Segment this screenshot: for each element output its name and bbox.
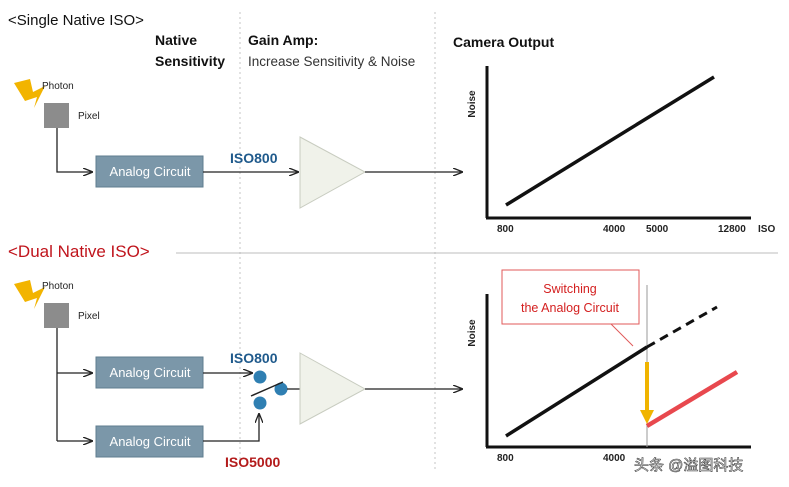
pixel-square (44, 103, 69, 128)
gain-amp-subheader: Increase Sensitivity & Noise (248, 54, 415, 69)
photon-label: Photon (42, 81, 74, 92)
photon-label: Photon (42, 281, 74, 292)
analog-circuit-label: Analog Circuit (110, 434, 191, 449)
x-tick: 4000 (603, 224, 626, 235)
photon-lightning-icon (14, 79, 45, 108)
native-sensitivity-header: Sensitivity (155, 53, 225, 69)
analog-circuit-label: Analog Circuit (110, 164, 191, 179)
x-axis-label: ISO (758, 224, 775, 235)
signal-line (56, 128, 92, 172)
native-sensitivity-header: Native (155, 32, 197, 48)
photon-lightning-icon (14, 280, 45, 309)
noise-line (505, 75, 715, 207)
switch-contact-top (253, 370, 267, 384)
single-native-iso-title: <Single Native ISO> (8, 12, 144, 29)
noise-line-iso800-extension (646, 305, 718, 349)
watermark: 头条 @溢图科技 (634, 457, 743, 474)
switching-callout (501, 269, 640, 325)
gain-amp-triangle (299, 136, 367, 209)
x-tick: 4000 (603, 453, 626, 464)
analog-circuit-label: Analog Circuit (110, 365, 191, 380)
analog-circuit-box-top (95, 356, 204, 389)
iso5000-label: ISO5000 (225, 454, 280, 470)
gain-amp-triangle (299, 352, 367, 425)
y-axis-label: Noise (467, 90, 478, 118)
switch-arm (250, 381, 284, 397)
switch-contact-bottom (253, 396, 267, 410)
callout-pointer (610, 323, 634, 347)
pixel-square (44, 303, 69, 328)
iso800-label: ISO800 (230, 350, 278, 366)
signal-line (203, 414, 259, 442)
y-axis-label: Noise (467, 319, 478, 347)
dual-native-iso-title: <Dual Native ISO> (8, 242, 150, 261)
x-tick: 5000 (646, 224, 669, 235)
x-tick: 12800 (718, 224, 746, 235)
callout-text: Switching (543, 282, 597, 296)
pixel-label: Pixel (78, 111, 100, 122)
pixel-label: Pixel (78, 311, 100, 322)
x-tick: 800 (497, 453, 514, 464)
camera-output-header: Camera Output (453, 34, 554, 50)
callout-text: the Analog Circuit (521, 301, 620, 315)
analog-circuit-box (95, 155, 204, 188)
noise-line-iso800 (505, 345, 648, 438)
iso800-label: ISO800 (230, 150, 278, 166)
gain-amp-header: Gain Amp: (248, 32, 318, 48)
noise-drop-arrowhead (640, 410, 654, 424)
noise-line-iso5000 (645, 370, 739, 428)
x-tick: 800 (497, 224, 514, 235)
switch-contact-pivot (274, 382, 288, 396)
